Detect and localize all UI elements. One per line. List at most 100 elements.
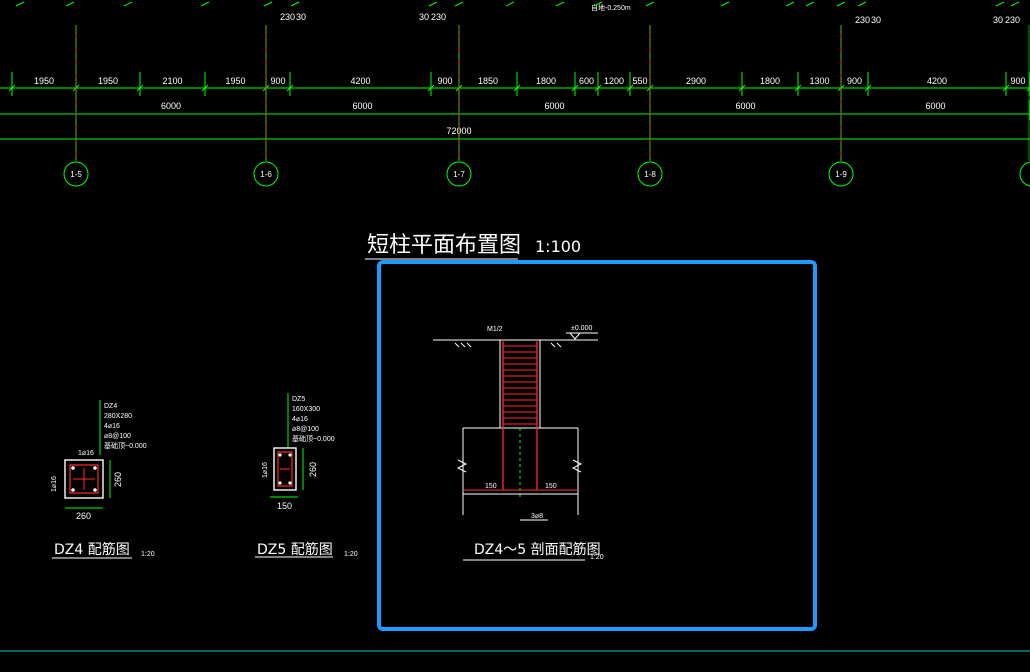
top-tick <box>836 1 846 7</box>
axis-label: 1-6 <box>260 170 272 179</box>
plan-scale: 1:100 <box>535 237 581 256</box>
dz4-stirrup-shape <box>69 464 99 494</box>
section-detail: M1/2 ±0.000 150 150 3⌀8 DZ4～5 剖面配筋图 1:20 <box>433 325 604 561</box>
dim-row2-label: 6000 <box>161 101 181 111</box>
dz4-bar-4 <box>93 488 97 492</box>
section-dim-right: 150 <box>545 483 557 490</box>
top-tick <box>995 1 1005 7</box>
axis-bubble-partial <box>1019 161 1030 187</box>
frag-230-d: 230 <box>1005 15 1020 25</box>
dim-row1-label: 4200 <box>927 76 947 86</box>
frag-30-d: 30 <box>993 15 1003 25</box>
section-elev: ±0.000 <box>571 325 592 332</box>
dz4-bar-2 <box>93 466 97 470</box>
top-tick <box>428 1 438 7</box>
dz4-height: 260 <box>113 472 123 487</box>
dim-row1-label: 2900 <box>686 76 706 86</box>
top-tick <box>720 1 730 7</box>
dz5-elev: 基础顶~0.000 <box>292 434 335 443</box>
top-tick <box>785 1 795 7</box>
dim-row1-label: 1850 <box>478 76 498 86</box>
dim-row1-label: 1950 <box>98 76 118 86</box>
frag-30-b: 30 <box>419 12 429 22</box>
dz5-title: DZ5 配筋图 <box>257 541 333 558</box>
top-tick-marks <box>15 1 1020 7</box>
dim-slash <box>201 84 209 92</box>
break-marks <box>456 459 583 473</box>
dim-slash <box>794 84 802 92</box>
dim-slash <box>8 84 16 92</box>
axis-label: 1-9 <box>835 170 847 179</box>
dz4-section-outline <box>64 459 104 499</box>
top-tick <box>15 1 25 7</box>
dz5-width: 150 <box>277 501 292 511</box>
dim-row1-label: 600 <box>579 76 594 86</box>
frag-230-b: 230 <box>431 12 446 22</box>
section-top-label: M1/2 <box>487 326 503 333</box>
top-tick <box>200 1 210 7</box>
elev-fragment: 自地-0.250m <box>591 3 631 12</box>
dz5-bar-1 <box>278 453 282 457</box>
dz5-bar-3 <box>278 481 282 485</box>
frag-30-c: 30 <box>871 15 881 25</box>
dz5-size: 160X300 <box>292 406 320 413</box>
dz4-scale: 1:20 <box>141 551 155 558</box>
elev-symbol <box>566 332 598 340</box>
dz4-width: 260 <box>76 511 91 521</box>
dz4-stirrup: ⌀8@100 <box>104 433 131 440</box>
dim-row1-label: 550 <box>632 76 647 86</box>
dim-slash <box>513 84 521 92</box>
dim-row1-label: 1800 <box>760 76 780 86</box>
dz5-stirrup-shape <box>277 451 293 487</box>
top-tick <box>555 1 565 7</box>
dz5-detail: DZ5 160X300 4⌀16 ⌀8@100 基础顶~0.000 1⌀16 1… <box>255 393 358 558</box>
dim-row2-label: 6000 <box>735 101 755 111</box>
axis-bubble <box>828 161 854 187</box>
column-outline <box>499 339 541 429</box>
axis-label: 1-7 <box>453 170 465 179</box>
top-tick <box>505 1 515 7</box>
dim-row1-label: 4200 <box>350 76 370 86</box>
dz5-section-outline <box>273 447 297 491</box>
top-tick <box>263 1 273 7</box>
top-fragments: 230 30 30 230 230 30 30 230 自地-0.250m <box>15 1 1020 25</box>
dim-slash <box>571 84 579 92</box>
axis-bubble <box>63 161 89 187</box>
dz5-bar-4 <box>288 481 292 485</box>
dim-row1-label: 1800 <box>536 76 556 86</box>
top-tick <box>805 1 815 7</box>
section-scale: 1:20 <box>590 554 604 561</box>
top-tick <box>593 1 603 7</box>
dim-slash <box>1026 87 1030 92</box>
dz4-bars: 4⌀16 <box>104 423 120 430</box>
top-tick <box>857 1 867 7</box>
dz5-side-bar: 1⌀16 <box>262 462 269 478</box>
dim-slash <box>136 84 144 92</box>
dim-slash <box>738 84 746 92</box>
axis-bubble <box>253 161 279 187</box>
dim-row2-label: 6000 <box>925 101 945 111</box>
dim-row2-label: 6000 <box>352 101 372 111</box>
selection-box[interactable] <box>377 260 817 631</box>
dim-row1-label: 1950 <box>225 76 245 86</box>
dz4-side-bar: 1⌀16 <box>51 476 58 492</box>
dim-row1-label: 2100 <box>162 76 182 86</box>
top-tick <box>65 1 75 7</box>
top-tick <box>290 1 300 7</box>
plan-title: 短柱平面布置图 <box>367 233 521 258</box>
dim-slash <box>594 84 602 92</box>
dim-row1-label: 1300 <box>809 76 829 86</box>
dim-row1-label: 1200 <box>604 76 624 86</box>
soil-hatch <box>454 342 562 348</box>
top-tick <box>454 1 464 7</box>
dim-row1-label: 1950 <box>34 76 54 86</box>
dim-slash <box>1002 84 1010 92</box>
dim-row1-label: 900 <box>437 76 452 86</box>
dim-slash <box>864 84 872 92</box>
dz4-size: 280X280 <box>104 413 132 420</box>
dz5-height: 260 <box>308 462 318 477</box>
